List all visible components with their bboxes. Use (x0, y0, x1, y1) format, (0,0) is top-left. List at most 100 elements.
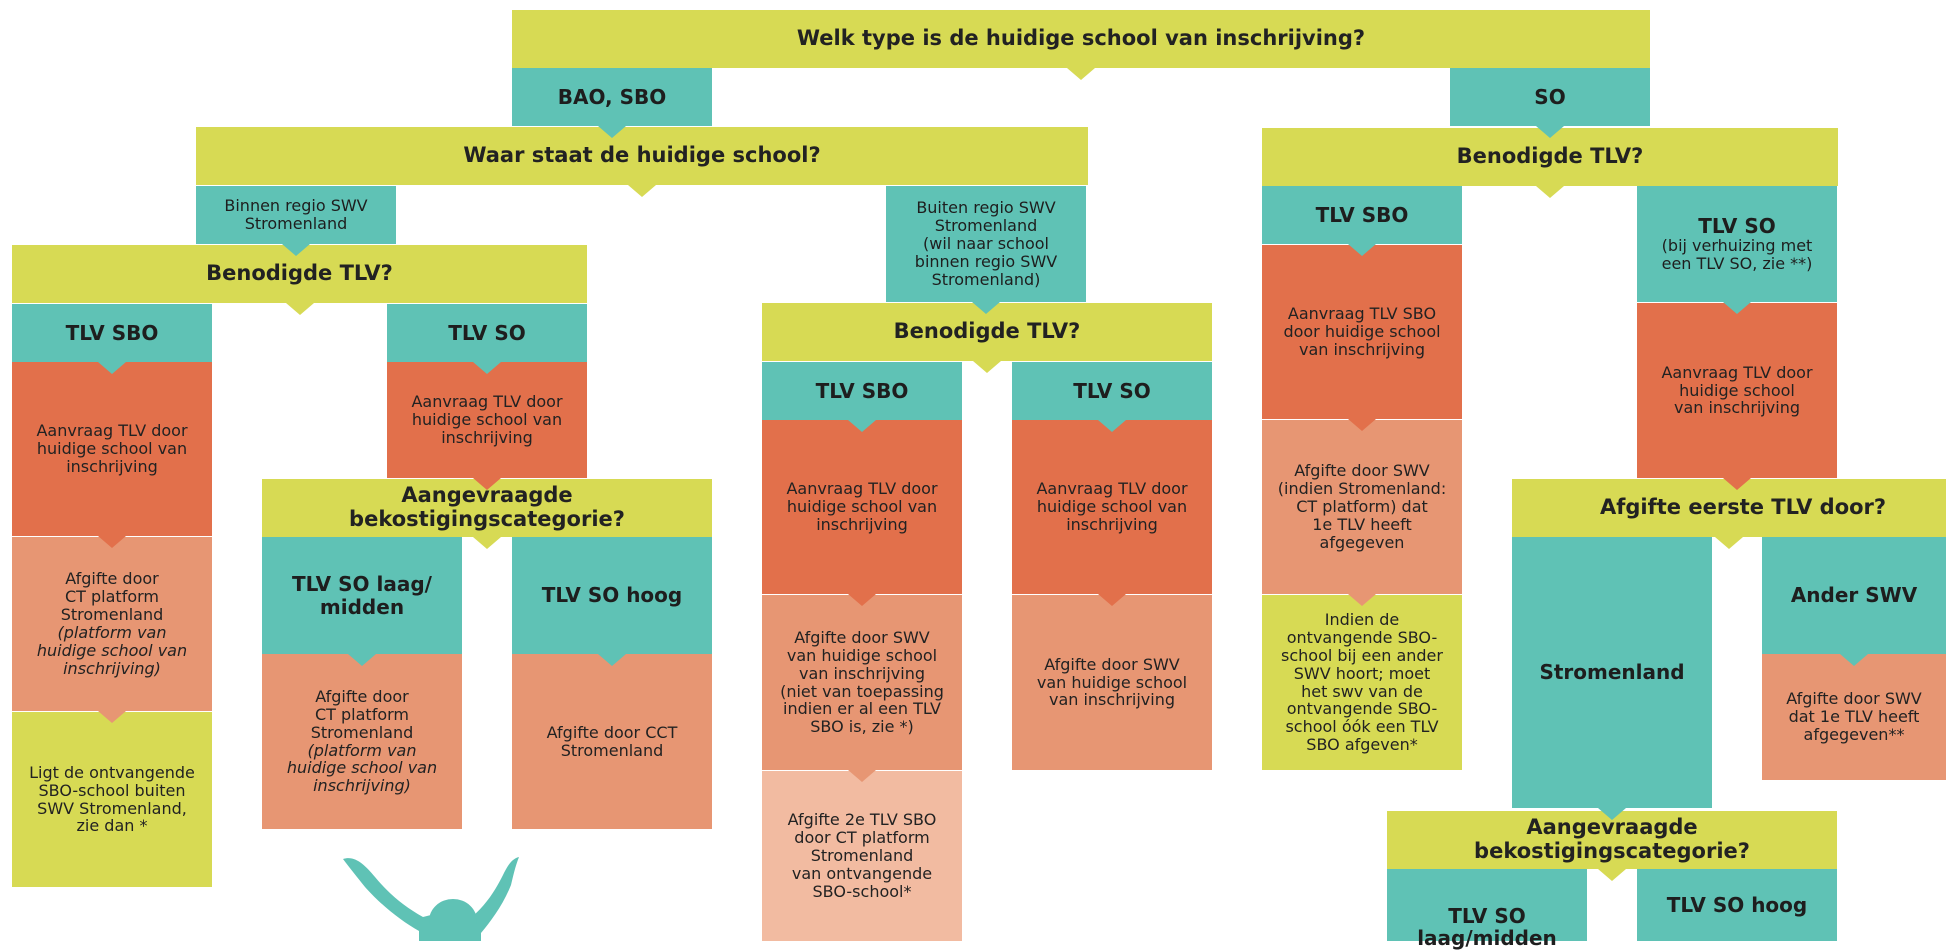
outside-sbo-issue: Afgifte door SWV van huidige school van … (762, 595, 962, 770)
text-line: CT platform) dat (1296, 497, 1428, 517)
text-line: binnen regio SWV (914, 251, 1058, 271)
text-line: inschrijving (816, 514, 908, 534)
text-line: CT platform (314, 704, 409, 724)
text-line: inschrijving (1066, 514, 1158, 534)
text-line: inschrijving) (313, 776, 411, 796)
text-line: door huidige school (1283, 322, 1441, 342)
inside-so-high: TLV SO hoog (512, 537, 712, 654)
text-line: zie dan * (76, 816, 148, 836)
text-line: huidige school van (411, 410, 563, 430)
right-tlv-sbo: TLV SBO (1262, 186, 1462, 244)
text-line: inschrijving) (63, 658, 161, 678)
text-line: TLV SO (1698, 213, 1776, 238)
text-line: Aanvraag TLV door (786, 479, 938, 499)
text-line: afgegeven** (1803, 724, 1905, 744)
text-line: (platform van (307, 740, 417, 760)
text-line: Aanvraag TLV SBO (1287, 304, 1437, 324)
text-line: Afgifte door SWV (794, 627, 930, 647)
text-line: SWV Stromenland, (37, 798, 187, 818)
right-category-question: Aangevraagde bekostigingscategorie? (1387, 811, 1837, 869)
text-line: school óók een TLV (1285, 717, 1439, 737)
text-line: Ligt de ontvangende (29, 762, 195, 782)
text-line: het swv van de (1301, 681, 1423, 701)
text-line: Stromenland (810, 846, 914, 866)
text-line: Aanvraag TLV door (1661, 362, 1813, 382)
other-swv-issue: Afgifte door SWV dat 1e TLV heeft afgege… (1762, 654, 1946, 780)
text-line: indien er al een TLV (783, 699, 941, 719)
text-line: van inschrijving (1048, 690, 1176, 710)
inside-sbo-issue: Afgifte door CT platform Stromenland (pl… (12, 537, 212, 711)
inside-region-line: Stromenland (244, 214, 348, 233)
right-so-request: Aanvraag TLV door huidige school van ins… (1637, 303, 1837, 478)
text-line: inschrijving (441, 427, 533, 447)
text-line: (niet van toepassing (780, 681, 944, 701)
text-line: huidige school van (286, 758, 438, 778)
text-line: van huidige school (1036, 672, 1188, 692)
text-line: Buiten regio SWV (916, 198, 1056, 218)
text-line: huidige school van (36, 640, 188, 660)
text-line: Afgifte door SWV (1044, 654, 1180, 674)
outside-so-request: Aanvraag TLV door huidige school van ins… (1012, 420, 1212, 594)
text-line: van inschrijving (1298, 339, 1426, 359)
text-line: Aanvraag TLV door (36, 421, 188, 441)
right-tlv-so: TLV SO (bij verhuizing met een TLV SO, z… (1637, 186, 1837, 302)
text-line: Stromenland (60, 605, 164, 625)
inside-tlv-so: TLV SO (387, 304, 587, 362)
inside-so-high-issue: Afgifte door CCT Stromenland (512, 654, 712, 829)
text-line: Aanvraag TLV door (411, 392, 563, 412)
root-question: Welk type is de huidige school van insch… (512, 10, 1650, 68)
right-sbo-request: Aanvraag TLV SBO door huidige school van… (1262, 245, 1462, 419)
text-line: SBO-school* (812, 881, 912, 901)
outside-sbo-second: Afgifte 2e TLV SBO door CT platform Stro… (762, 771, 962, 941)
inside-so-low: TLV SO laag/ midden (262, 537, 462, 654)
text-line: 1e TLV heeft (1312, 514, 1412, 534)
school-type-so: SO (1450, 68, 1650, 126)
text-line: Afgifte 2e TLV SBO (787, 810, 937, 830)
inside-so-low-issue: Afgifte door CT platform Stromenland (pl… (262, 654, 462, 829)
text-line: laag/midden (1417, 926, 1557, 950)
text-line: ontvangende SBO- (1286, 627, 1438, 647)
text-line: SBO is, zie *) (810, 717, 914, 737)
text-line: TLV SO (1448, 904, 1526, 928)
inside-sbo-note: Ligt de ontvangende SBO-school buiten SW… (12, 712, 212, 887)
text-line: inschrijving (66, 456, 158, 476)
text-line: (platform van (57, 623, 167, 642)
text-line: midden (319, 594, 405, 619)
text-line: door CT platform (794, 828, 930, 848)
text-line: ontvangende SBO- (1286, 699, 1438, 719)
text-line: Stromenland (560, 740, 664, 760)
text-line: (indien Stromenland: (1277, 479, 1447, 499)
stromenland-box: Stromenland (1512, 537, 1712, 808)
inside-sbo-request: Aanvraag TLV door huidige school van ins… (12, 362, 212, 536)
right-so-low: TLV SO laag/midden (1387, 869, 1587, 950)
text-line: huidige school (1679, 380, 1795, 400)
text-line: huidige school van (786, 497, 938, 517)
text-line: van inschrijving (1673, 398, 1801, 418)
text-line: CT platform (64, 587, 159, 607)
right-sbo-note: Indien de ontvangende SBO- school bij ee… (1262, 595, 1462, 770)
inside-so-request: Aanvraag TLV door huidige school van ins… (387, 362, 587, 478)
text-line: school bij een ander (1281, 645, 1443, 665)
text-line: dat 1e TLV heeft (1788, 707, 1920, 727)
text-line: Afgifte door SWV (1294, 461, 1430, 481)
text-line: van ontvangende (791, 863, 933, 883)
text-line: (wil naar school (922, 234, 1049, 254)
text-line: TLV SO laag/ (292, 572, 432, 597)
text-line: afgegeven (1319, 532, 1405, 552)
text-line: Aanvraag TLV door (1036, 479, 1188, 499)
text-line: huidige school van (1036, 497, 1188, 517)
text-line: SBO afgeven* (1306, 735, 1418, 755)
outside-tlv-so: TLV SO (1012, 362, 1212, 420)
right-so-high: TLV SO hoog (1637, 869, 1837, 941)
school-type-bao-sbo: BAO, SBO (512, 68, 712, 126)
text-line: huidige school van (36, 439, 188, 459)
outside-so-issue: Afgifte door SWV van huidige school van … (1012, 595, 1212, 770)
text-line: Stromenland (310, 722, 414, 742)
outside-tlv-sbo: TLV SBO (762, 362, 962, 420)
text-line: van inschrijving (798, 663, 926, 683)
text-line: Afgifte door CCT (546, 722, 678, 742)
text-line: Stromenland) (931, 269, 1041, 289)
text-line: Afgifte door (65, 569, 159, 589)
text-line: een TLV SO, zie **) (1661, 254, 1813, 274)
where-school-question: Waar staat de huidige school? (196, 127, 1088, 185)
